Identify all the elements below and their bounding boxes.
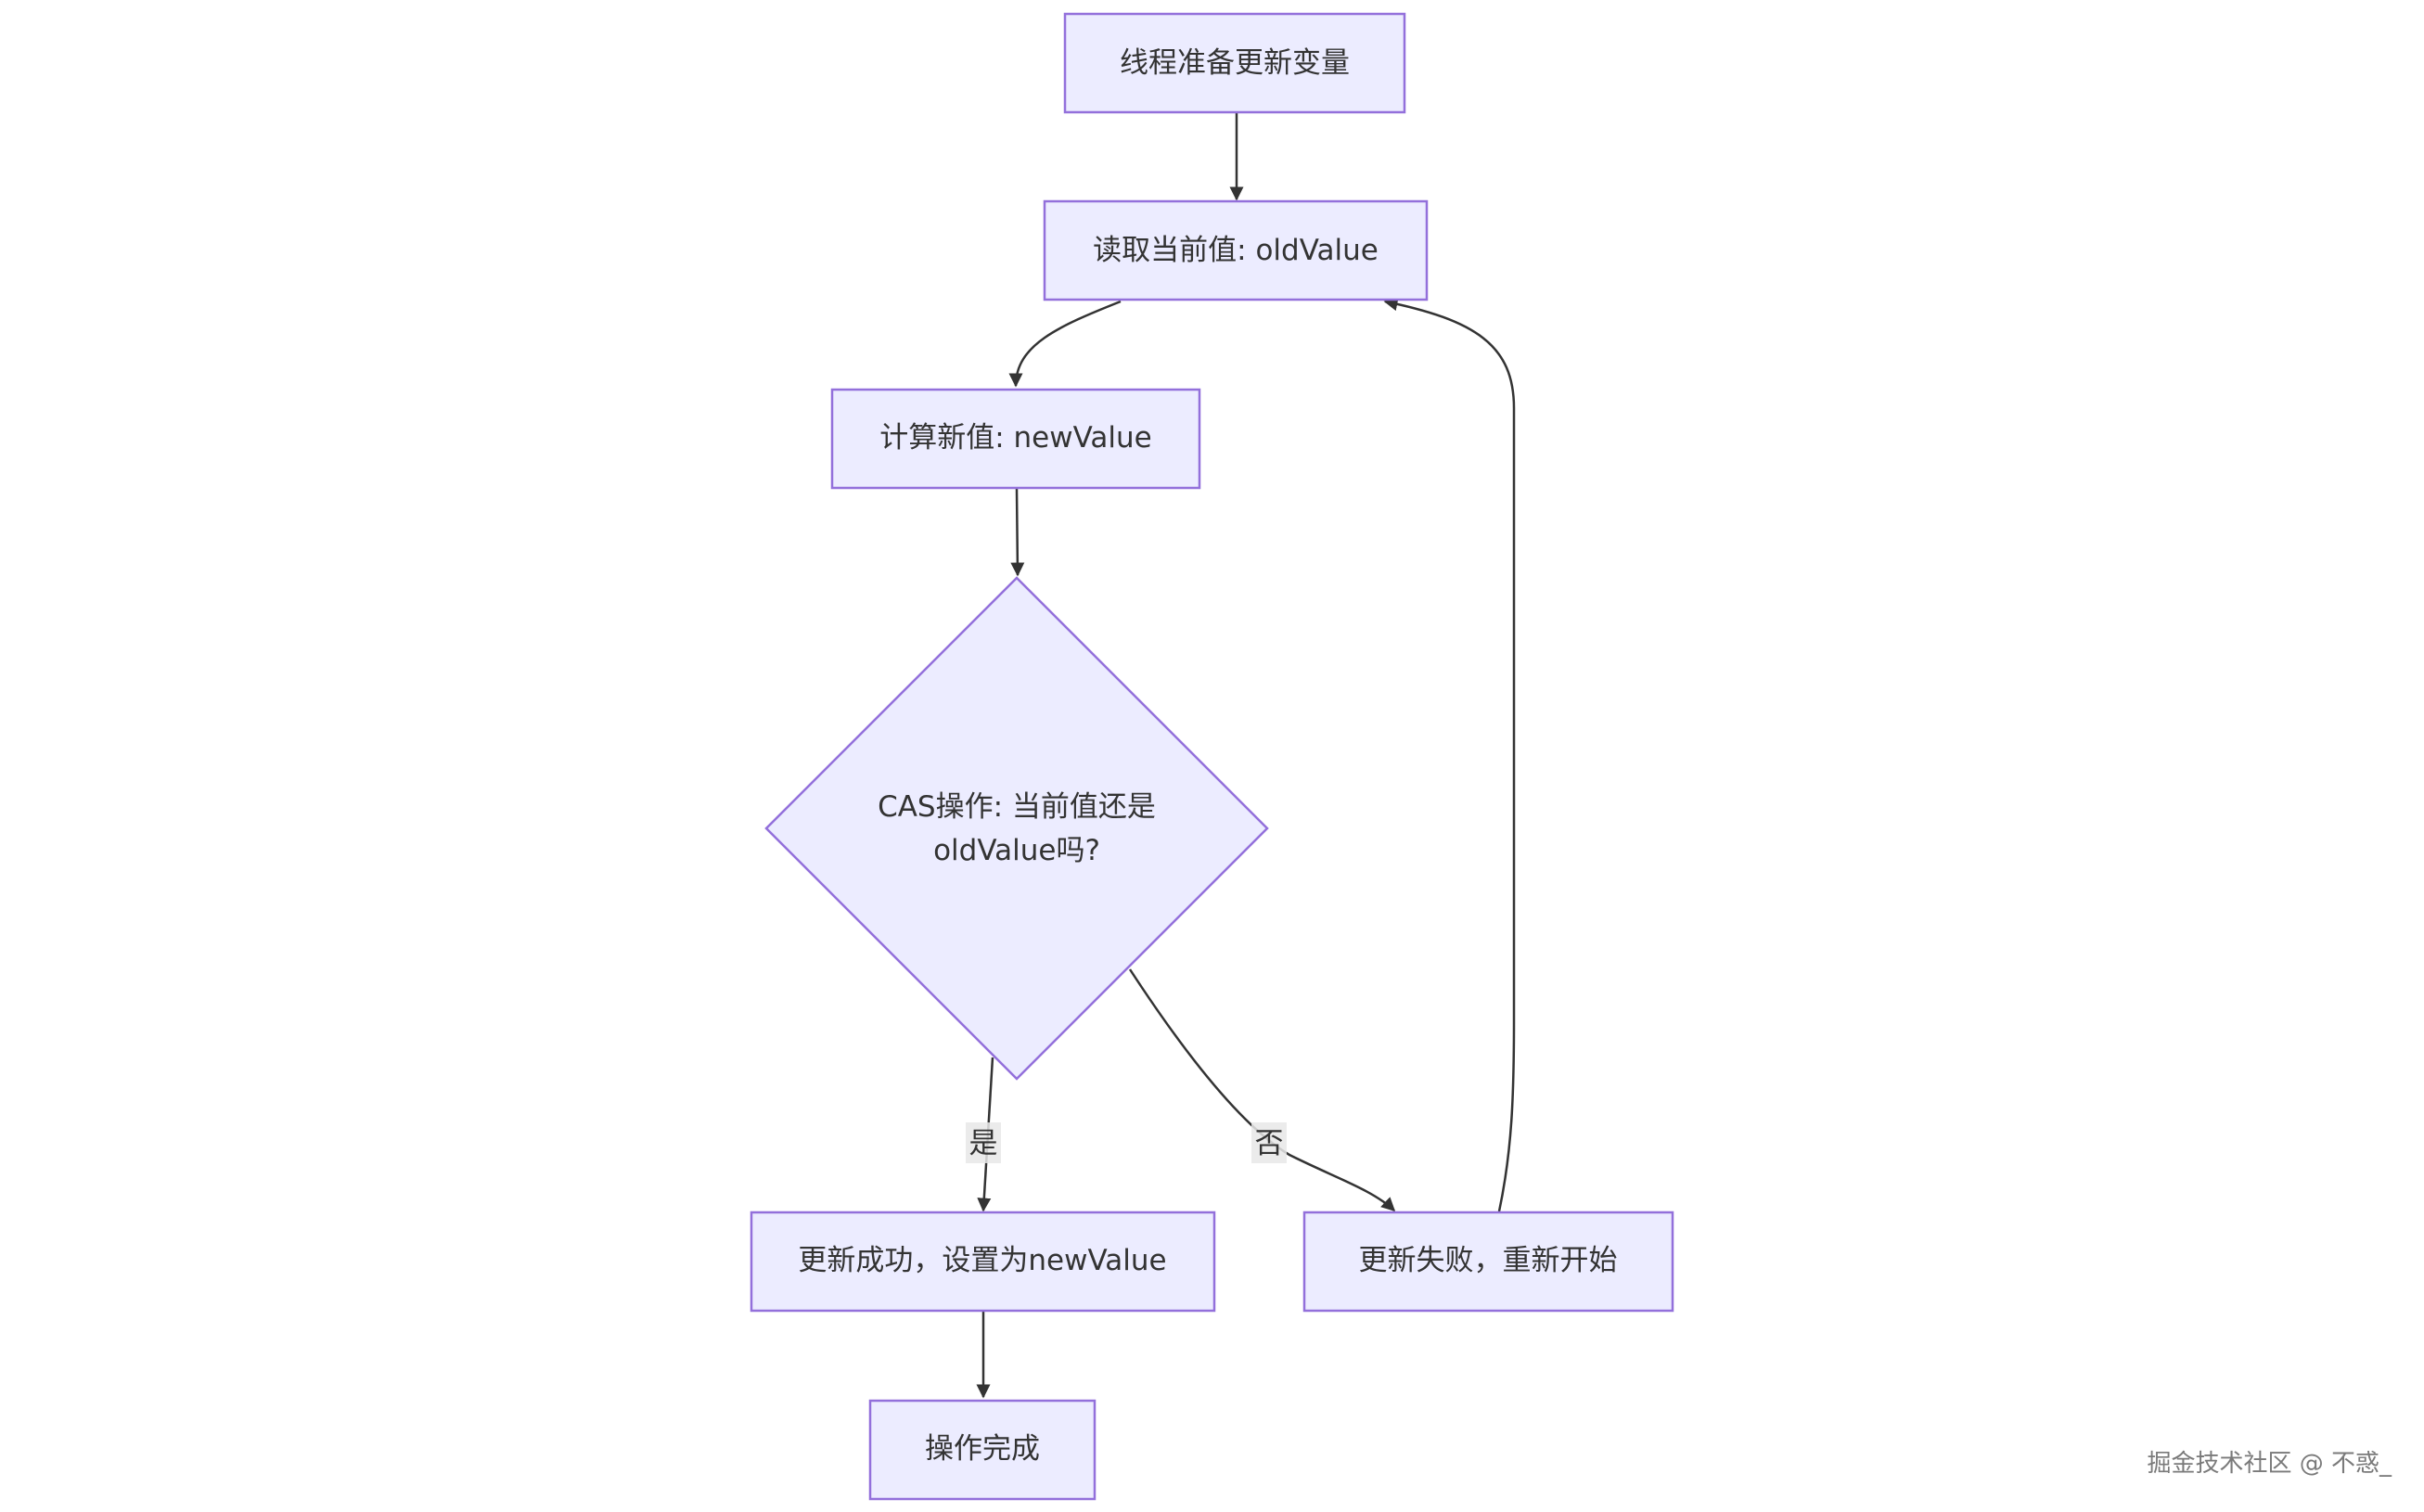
node-compute-new-value: 计算新值: newValue <box>830 388 1201 490</box>
node-operation-done: 操作完成 <box>868 1399 1097 1501</box>
node-read-label: 读取当前值: oldValue <box>1093 234 1379 267</box>
node-cas-decision: CAS操作: 当前值还是 oldValue吗? <box>764 576 1269 1081</box>
node-decision-label-line1: CAS操作: 当前值还是 <box>878 790 1156 824</box>
edge-fail-to-read <box>1383 297 1516 1212</box>
edge-compute-to-decision <box>1010 488 1025 577</box>
node-update-fail: 更新失败，重新开始 <box>1302 1211 1674 1313</box>
node-done-label: 操作完成 <box>925 1432 1040 1466</box>
edge-label-yes-bg <box>966 1122 1001 1163</box>
edge-label-no: 否 <box>1255 1127 1284 1160</box>
node-compute-label: 计算新值: newValue <box>879 421 1152 455</box>
edge-read-to-compute <box>1008 300 1122 388</box>
node-success-label: 更新成功，设置为newValue <box>798 1244 1166 1277</box>
node-start-label: 线程准备更新变量 <box>1120 46 1350 80</box>
node-start: 线程准备更新变量 <box>1063 12 1406 114</box>
node-read-current-value: 读取当前值: oldValue <box>1043 199 1429 301</box>
edge-decision-to-fail <box>1128 968 1396 1212</box>
edge-label-yes: 是 <box>969 1127 998 1160</box>
node-fail-label: 更新失败，重新开始 <box>1359 1244 1618 1277</box>
edge-label-no-bg <box>1251 1122 1287 1163</box>
watermark-text: 掘金技术社区 @ 不惑_ <box>2147 1450 2392 1478</box>
node-decision-label-line2: oldValue吗? <box>933 834 1100 867</box>
node-update-success: 更新成功，设置为newValue <box>750 1211 1216 1313</box>
